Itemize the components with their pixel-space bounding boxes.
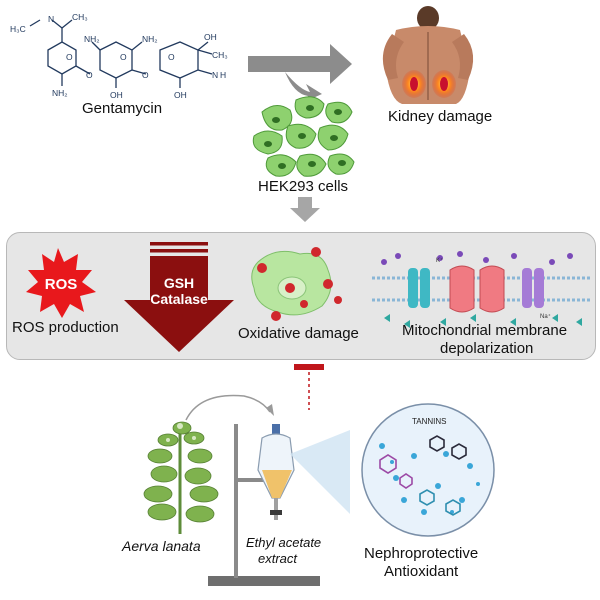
nephroprotective-label: Nephroprotective	[364, 545, 479, 562]
ros-starburst-icon	[26, 248, 96, 318]
hek293-label: HEK293 cells	[258, 178, 349, 195]
ions-top	[381, 251, 573, 265]
ion-k-label: K⁺	[436, 257, 443, 264]
extract-label-line1: Ethyl acetate	[246, 535, 322, 550]
stand-base	[208, 576, 320, 586]
atom-label: OH	[110, 90, 123, 100]
zoom-beam	[290, 430, 350, 514]
atom-label: H₃C	[10, 24, 26, 34]
tannin-dots	[379, 443, 480, 515]
atom-label: N	[212, 70, 218, 80]
atom-label: OH	[174, 90, 187, 100]
ros-production-label: ROS production	[12, 319, 119, 336]
kidney-damage-label: Kidney damage	[388, 108, 493, 125]
atom-label: NH₂	[142, 34, 158, 44]
atom-label: NH₂	[52, 88, 68, 98]
stand-rod	[234, 424, 238, 578]
mito-label-line2: depolarization	[440, 340, 534, 357]
tannins-title: TANNINS	[412, 417, 447, 426]
curved-arrow-down	[285, 72, 322, 102]
atom-label: O	[86, 70, 93, 80]
gentamycin-label: Gentamycin	[82, 100, 163, 117]
stand-clamp	[234, 478, 274, 482]
transporter-icon	[522, 268, 544, 308]
curved-arrow-plant-to-funnel	[185, 394, 271, 421]
atom-label: O	[142, 70, 149, 80]
arrow-to-kidney	[248, 44, 352, 84]
atom-label: CH₃	[212, 50, 228, 60]
aerva-lanata-label: Aerva lanata	[122, 538, 201, 554]
separatory-funnel-icon	[257, 424, 295, 520]
mito-label-line1: Mitochondrial membrane	[402, 322, 568, 339]
atom-label: O	[66, 52, 73, 62]
atom-label: N	[48, 14, 54, 24]
gsh-text: GSH	[164, 275, 194, 291]
tannins-zoom-circle	[361, 403, 495, 537]
decrease-arrow	[124, 256, 234, 352]
arrow-down-small	[290, 197, 320, 222]
atom-label: NH₂	[84, 34, 100, 44]
atom-label: CH₃	[72, 12, 88, 22]
atom-label: O	[168, 52, 175, 62]
oxidative-damage-label: Oxidative damage	[238, 325, 359, 342]
ion-channel-icon	[408, 268, 430, 308]
tannin-molecules	[379, 435, 467, 516]
atom-label: H	[220, 70, 226, 80]
pump-icon	[449, 265, 505, 313]
antioxidant-label: Antioxidant	[384, 563, 459, 580]
atom-label: O	[120, 52, 127, 62]
aerva-lanata-plant-icon	[143, 421, 219, 534]
ion-na-label: Na⁺	[540, 313, 551, 320]
ions-bottom	[384, 314, 582, 328]
extract-label-line2: extract	[258, 551, 298, 566]
ros-particles	[257, 247, 342, 321]
atom-label: OH	[204, 32, 217, 42]
catalase-text: Catalase	[150, 291, 208, 307]
ros-badge-text: ROS	[45, 276, 78, 293]
